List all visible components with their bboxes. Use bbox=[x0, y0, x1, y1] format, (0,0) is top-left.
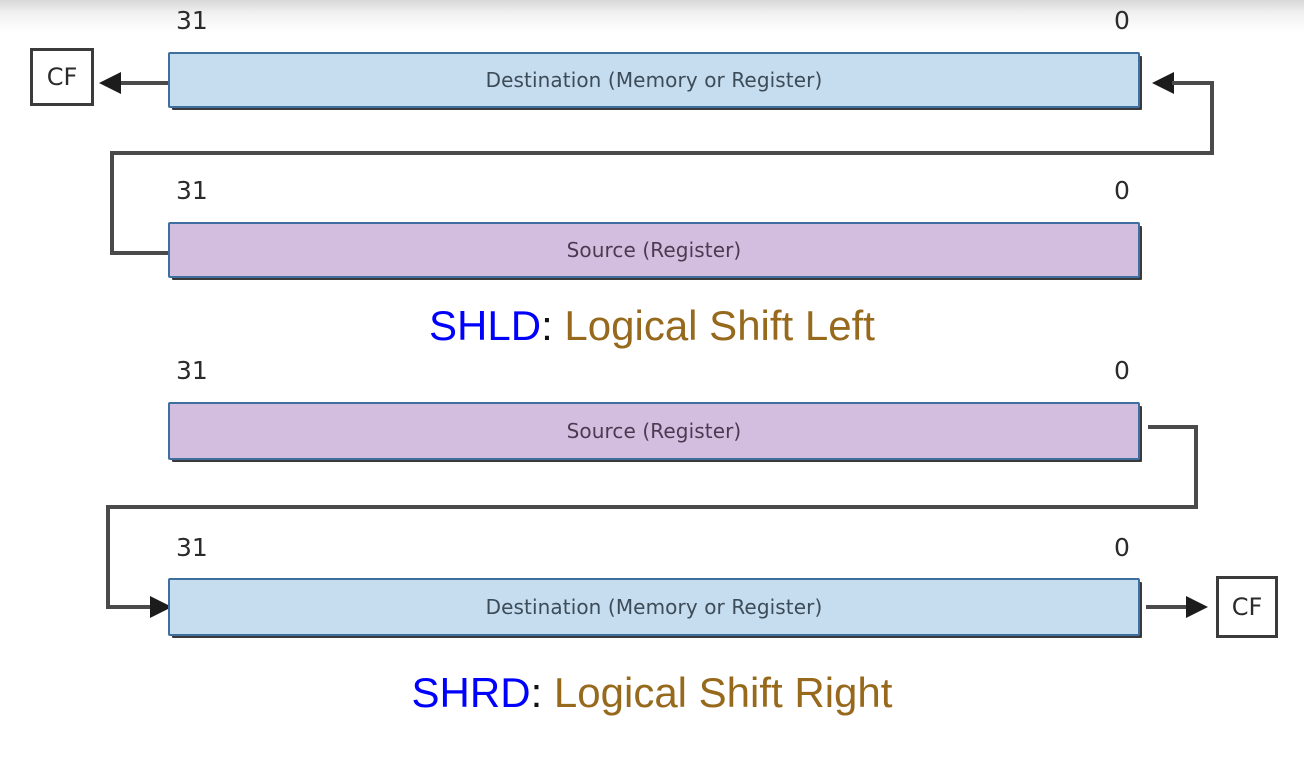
caption-shld-phrase: Logical Shift Left bbox=[564, 302, 875, 349]
destination-bar-top: Destination (Memory or Register) bbox=[168, 52, 1140, 108]
carry-flag-box-bottom: CF bbox=[1216, 576, 1278, 638]
destination-bar-bottom: Destination (Memory or Register) bbox=[168, 578, 1140, 636]
caption-shld-separator: : bbox=[541, 302, 553, 349]
connector-feedback-top-vertical-left bbox=[110, 151, 114, 255]
connector-feedback-bottom-horizontal-lower bbox=[106, 505, 1198, 509]
bit-label-dest-bottom-31: 31 bbox=[176, 533, 208, 562]
connector-feedback-bottom-into-destination bbox=[106, 605, 158, 609]
bit-label-dest-top-31: 31 bbox=[176, 6, 208, 35]
destination-bar-label: Destination (Memory or Register) bbox=[485, 68, 823, 92]
caption-shld-mnemonic: SHLD bbox=[429, 302, 542, 349]
bit-label-src-bottom-31: 31 bbox=[176, 356, 208, 385]
connector-feedback-top-horizontal-upper bbox=[1172, 81, 1214, 85]
bit-label-src-top-31: 31 bbox=[176, 176, 208, 205]
carry-flag-box-top: CF bbox=[30, 48, 94, 106]
bit-label-dest-top-0: 0 bbox=[1114, 6, 1130, 35]
caption-shrd-phrase: Logical Shift Right bbox=[553, 669, 893, 716]
source-bar-label: Source (Register) bbox=[566, 238, 742, 262]
destination-bar-label: Destination (Memory or Register) bbox=[485, 595, 823, 619]
bit-label-src-bottom-0: 0 bbox=[1114, 356, 1130, 385]
arrowhead-into-destination-bottom bbox=[150, 596, 172, 618]
connector-feedback-bottom-vertical-left bbox=[106, 505, 110, 609]
connector-feedback-bottom-vertical-right bbox=[1194, 425, 1198, 509]
arrowhead-into-destination-top bbox=[1152, 72, 1174, 94]
arrowhead-left-to-cf-top bbox=[99, 72, 121, 94]
source-bar-top: Source (Register) bbox=[168, 222, 1140, 278]
bit-label-src-top-0: 0 bbox=[1114, 176, 1130, 205]
connector-feedback-top-horizontal-lower bbox=[110, 151, 1214, 155]
caption-shrd: SHRD: Logical Shift Right bbox=[0, 672, 1304, 714]
connector-dest-to-cf-bottom bbox=[1146, 605, 1196, 609]
connector-feedback-top-into-source bbox=[110, 251, 172, 255]
carry-flag-label: CF bbox=[1231, 593, 1263, 621]
bit-label-dest-bottom-0: 0 bbox=[1114, 533, 1130, 562]
connector-feedback-bottom-horizontal-upper bbox=[1148, 425, 1198, 429]
connector-feedback-top-vertical-right bbox=[1210, 81, 1214, 155]
carry-flag-label: CF bbox=[46, 63, 78, 91]
source-bar-bottom: Source (Register) bbox=[168, 402, 1140, 460]
caption-shrd-separator: : bbox=[530, 669, 543, 716]
caption-shrd-mnemonic: SHRD bbox=[411, 669, 531, 716]
source-bar-label: Source (Register) bbox=[566, 419, 742, 443]
connector-dest-to-cf-top bbox=[108, 81, 170, 85]
caption-shld: SHLD: Logical Shift Left bbox=[0, 305, 1304, 347]
arrowhead-right-to-cf-bottom bbox=[1186, 596, 1208, 618]
